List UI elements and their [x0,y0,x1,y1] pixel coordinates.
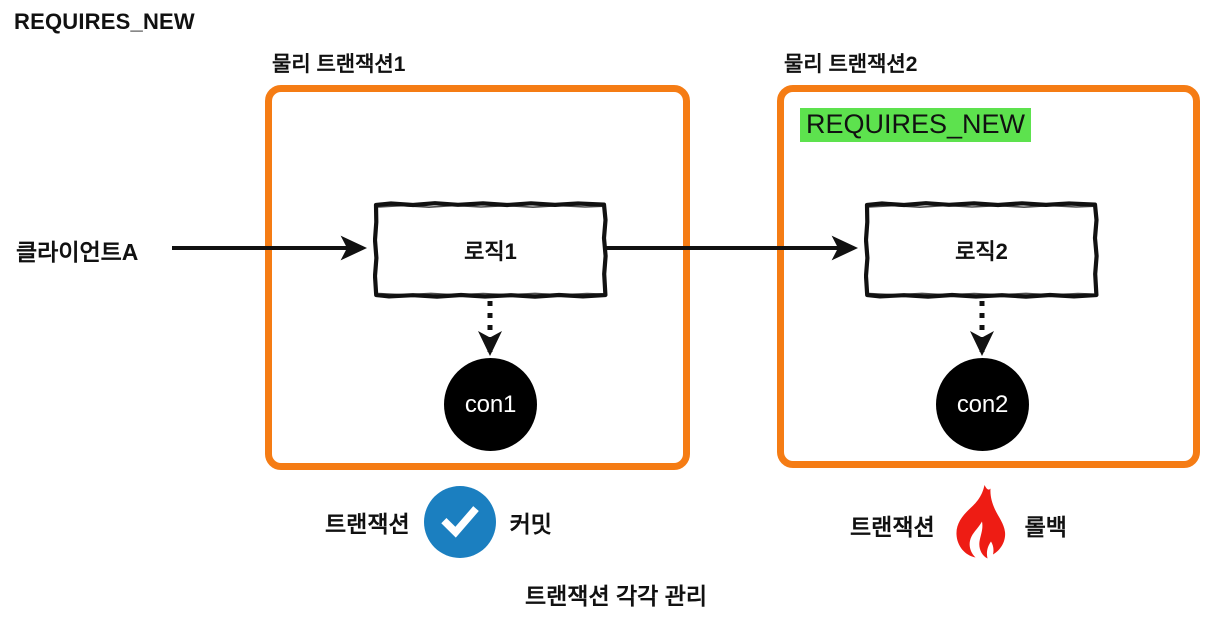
fire-icon [949,485,1011,564]
rollback-suffix-label: 롤백 [1024,514,1067,540]
physical-transaction-1-box [265,85,690,470]
commit-suffix-label: 커밋 [509,511,552,537]
physical-transaction-1-caption: 물리 트랜잭션1 [272,53,406,76]
logic-box-1-label: 로직1 [464,238,517,264]
bottom-caption: 트랜잭션 각각 관리 [524,583,708,609]
page-title: REQUIRES_NEW [14,9,195,34]
physical-transaction-2-box [777,85,1200,468]
requires-new-tag: REQUIRES_NEW [800,108,1032,143]
connection-circle-1: con1 [444,358,537,451]
transaction-1-result: 트랜잭션 커밋 [325,486,552,558]
connection-circle-2: con2 [936,358,1029,451]
check-circle-icon [423,486,496,558]
logic-box-1: 로직1 [373,200,608,299]
client-label: 클라이언트A [16,239,139,265]
transaction-2-result: 트랜잭션 롤백 [850,485,1067,564]
physical-transaction-2-caption: 물리 트랜잭션2 [784,53,918,76]
logic-box-2: 로직2 [864,200,1099,299]
rollback-prefix-label: 트랜잭션 [850,514,935,540]
logic-box-2-label: 로직2 [955,238,1008,264]
commit-prefix-label: 트랜잭션 [325,511,410,537]
